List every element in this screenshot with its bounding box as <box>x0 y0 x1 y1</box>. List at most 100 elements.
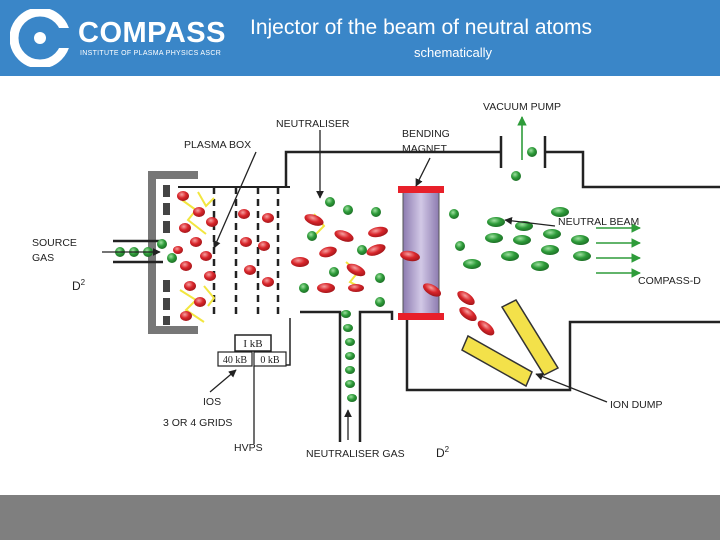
neutral-particle <box>371 207 381 217</box>
neutraliser-gas-element: D <box>436 446 445 460</box>
ion-particle <box>184 281 196 291</box>
ion-particle <box>240 237 252 247</box>
neutral-particle <box>357 245 367 255</box>
ion-particle <box>304 214 324 226</box>
neutral-beam-label: NEUTRAL BEAM <box>558 216 639 228</box>
neutral-particle <box>455 241 465 251</box>
source-gas-label-line1: SOURCE <box>32 237 77 249</box>
neutral-particle <box>167 253 177 263</box>
ion-particle <box>179 223 191 233</box>
neutral-particle <box>345 366 355 374</box>
footer-bar <box>0 495 720 540</box>
supply-right-label: 0 kB <box>260 355 280 366</box>
source-gas-index: 2 <box>81 278 86 287</box>
slide-title: Injector of the beam of neutral atoms <box>250 16 593 39</box>
ion-particle <box>200 251 212 261</box>
leader-arrows <box>209 130 608 403</box>
source-gas-label-line2: GAS <box>32 252 54 264</box>
neutral-particle <box>485 233 503 243</box>
ion-particle <box>262 213 274 223</box>
neutral-particle <box>329 267 339 277</box>
neutral-particle <box>515 221 533 231</box>
neutral-particle <box>375 273 385 283</box>
ion-particle <box>204 271 216 281</box>
vessel-walls <box>272 136 720 442</box>
ion-particle <box>177 191 189 201</box>
ion-particle <box>366 244 386 256</box>
neutral-particles <box>115 147 591 402</box>
ion-particle <box>262 277 274 287</box>
power-supply: I kB 40 kB 0 kB <box>217 334 287 444</box>
neutral-particle <box>543 229 561 239</box>
neutraliser-label: NEUTRALISER <box>276 118 350 130</box>
ion-particle <box>180 261 192 271</box>
slide-subtitle: schematically <box>414 45 493 60</box>
neutraliser-gas-index: 2 <box>445 445 450 454</box>
ion-particle <box>258 241 270 251</box>
neutral-particle <box>299 283 309 293</box>
ion-particle <box>180 311 192 321</box>
ion-particle <box>348 284 364 292</box>
neutral-particle <box>487 217 505 227</box>
neutral-particle <box>463 259 481 269</box>
plasma-box-label: PLASMA BOX <box>184 139 251 151</box>
neutral-particle <box>157 239 167 249</box>
supply-top-label: I kB <box>243 338 262 350</box>
neutral-particle <box>345 380 355 388</box>
ion-particle <box>400 250 420 262</box>
neutraliser-gas-formula: D2 <box>436 445 450 460</box>
ion-particle <box>422 283 442 297</box>
header-bar: COMPASS INSTITUTE OF PLASMA PHYSICS ASCR… <box>0 0 720 76</box>
logo-subtitle: INSTITUTE OF PLASMA PHYSICS ASCR <box>80 50 222 57</box>
bending-magnet-label-line1: BENDING <box>402 128 450 140</box>
ion-particle <box>190 237 202 247</box>
compass-d-label: COMPASS-D <box>638 275 701 287</box>
injector-schematic: I kB 40 kB 0 kB PLASMA BOX NEUTRALISER B… <box>32 101 720 460</box>
neutral-particle <box>449 209 459 219</box>
neutral-particle <box>511 171 521 181</box>
ion-particles <box>173 191 495 336</box>
neutral-beam-arrows <box>596 223 641 278</box>
neutral-particle <box>341 310 351 318</box>
source-gas-element: D <box>72 279 81 293</box>
neutral-particle <box>347 394 357 402</box>
neutral-particle <box>343 205 353 215</box>
grids-label: 3 OR 4 GRIDS <box>163 417 232 429</box>
hvps-label: HVPS <box>234 442 263 454</box>
neutral-particle <box>375 297 385 307</box>
compass-logo-icon <box>10 9 70 67</box>
neutral-particle <box>307 231 317 241</box>
ion-particle <box>334 230 354 242</box>
neutral-particle <box>551 207 569 217</box>
neutral-particle <box>571 235 589 245</box>
ion-particle <box>238 209 250 219</box>
neutral-particle <box>501 251 519 261</box>
ion-particle <box>319 246 337 258</box>
ion-dump-label: ION DUMP <box>610 399 663 411</box>
source-gas-formula: D2 <box>72 278 86 293</box>
ion-particle <box>173 246 183 254</box>
neutral-particle <box>345 338 355 346</box>
ion-particle <box>459 306 477 322</box>
ion-particle <box>477 320 495 336</box>
accelerator-grids <box>178 186 290 318</box>
neutral-particle <box>531 261 549 271</box>
ion-particle <box>346 263 366 277</box>
bending-magnet-label-line2: MAGNET <box>402 143 448 155</box>
ion-particle <box>244 265 256 275</box>
ion-particle <box>194 297 206 307</box>
neutral-particle <box>513 235 531 245</box>
neutral-particle <box>343 324 353 332</box>
neutral-particle <box>541 245 559 255</box>
ion-particle <box>457 290 475 306</box>
ion-particle <box>206 217 218 227</box>
neutral-particle <box>325 197 335 207</box>
ion-particle <box>193 207 205 217</box>
ion-particle <box>368 226 388 238</box>
neutral-particle <box>573 251 591 261</box>
neutral-particle <box>345 352 355 360</box>
neutral-particle <box>527 147 537 157</box>
neutraliser-gas-label: NEUTRALISER GAS <box>306 448 405 460</box>
supply-left-label: 40 kB <box>223 355 248 366</box>
